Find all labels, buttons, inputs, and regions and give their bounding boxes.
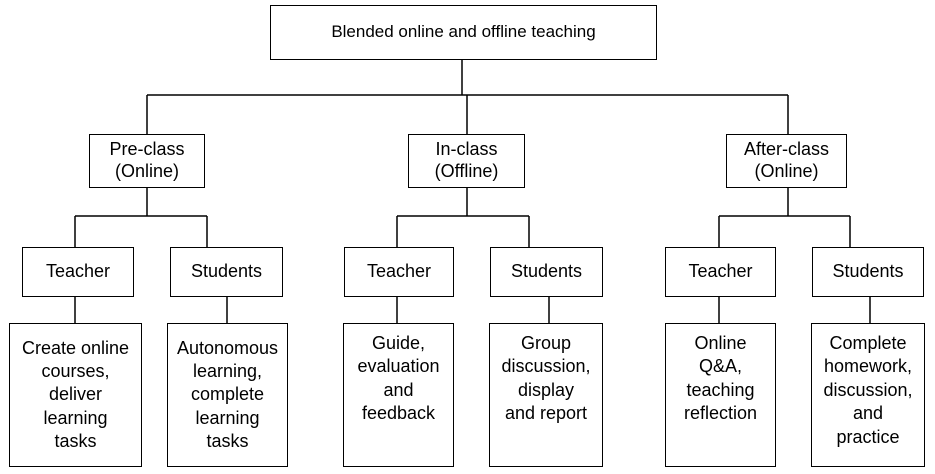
phase-node-pre-class: Pre-class (Online) [89, 134, 205, 188]
task-node-in-class-students: Group discussion, display and report [489, 323, 603, 467]
role-label: Students [510, 261, 583, 282]
task-label: Group discussion, display and report [501, 333, 591, 424]
task-node-pre-class-students: Autonomous learning, complete learning t… [167, 323, 288, 467]
role-label: Teacher [366, 261, 432, 282]
role-label: Students [190, 261, 263, 282]
root-node: Blended online and offline teaching [270, 5, 657, 60]
task-node-in-class-teacher: Guide, evaluation and feedback [343, 323, 454, 467]
task-label: Create online courses, deliver learning … [21, 337, 130, 452]
task-label: Autonomous learning, complete learning t… [176, 337, 279, 452]
phase-label-after-class: After-class (Online) [743, 139, 830, 181]
phase-label-in-class: In-class (Offline) [434, 139, 499, 181]
role-node-in-class-students: Students [490, 247, 603, 297]
role-node-after-class-teacher: Teacher [665, 247, 776, 297]
role-node-pre-class-students: Students [170, 247, 283, 297]
task-label: Guide, evaluation and feedback [357, 333, 440, 424]
role-label: Students [832, 261, 904, 282]
task-label: Online Q&A, teaching reflection [683, 333, 758, 424]
task-node-after-class-teacher: Online Q&A, teaching reflection [665, 323, 776, 467]
task-node-pre-class-teacher: Create online courses, deliver learning … [9, 323, 142, 467]
task-node-after-class-students: Complete homework, discussion, and pract… [811, 323, 925, 467]
phase-node-in-class: In-class (Offline) [408, 134, 525, 188]
role-label: Teacher [45, 261, 111, 282]
role-node-pre-class-teacher: Teacher [22, 247, 134, 297]
role-node-in-class-teacher: Teacher [344, 247, 454, 297]
root-node-label: Blended online and offline teaching [331, 22, 596, 42]
phase-label-pre-class: Pre-class (Online) [109, 139, 185, 181]
phase-node-after-class: After-class (Online) [726, 134, 847, 188]
role-node-after-class-students: Students [812, 247, 924, 297]
task-label: Complete homework, discussion, and pract… [823, 333, 913, 447]
role-label: Teacher [688, 261, 753, 282]
